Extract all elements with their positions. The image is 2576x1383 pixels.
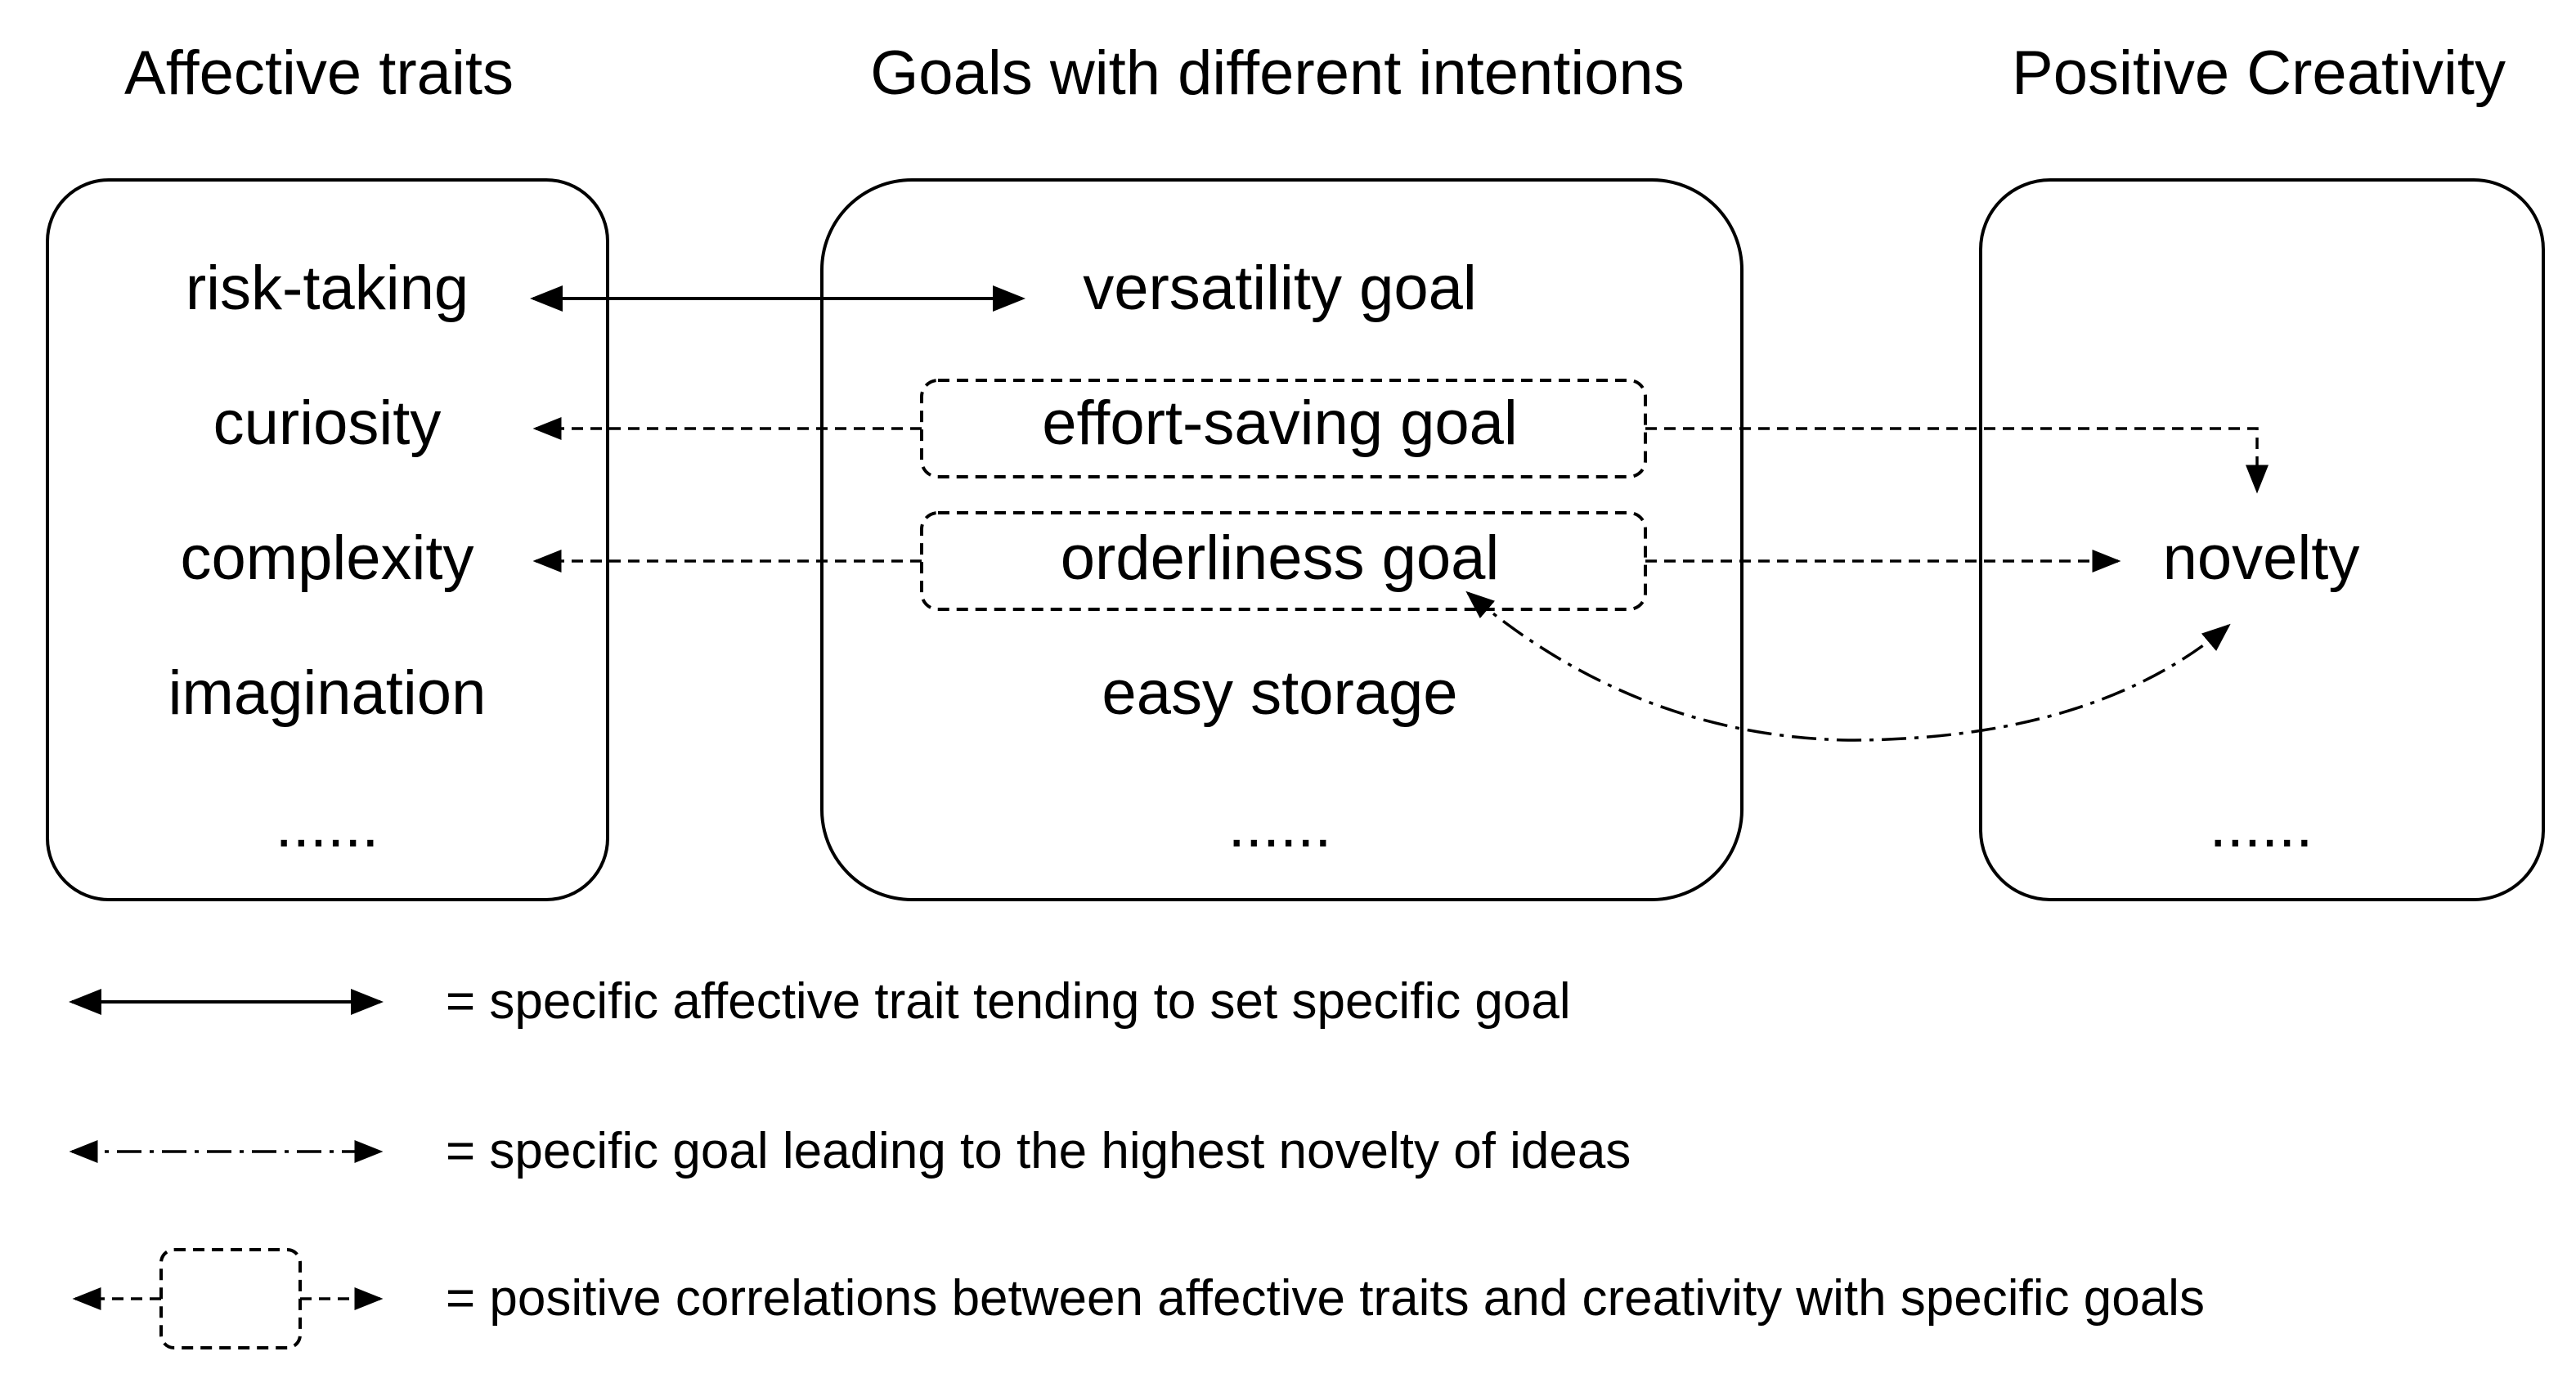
trait-imagination: imagination [168, 658, 487, 728]
goal-versatility: versatility goal [1083, 254, 1477, 323]
trait-curiosity: curiosity [213, 388, 442, 458]
trait-complexity: complexity [181, 523, 474, 593]
arrow-effort-novelty [1645, 427, 2269, 494]
header-goals: Goals with different intentions [870, 38, 1685, 108]
creativity-ellipsis: ...... [2210, 791, 2313, 860]
arrow-orderliness-novelty-curve [1465, 590, 2231, 742]
header-affective-traits: Affective traits [124, 38, 514, 108]
orderliness-goal-box [920, 511, 1647, 611]
goal-easy-storage: easy storage [1102, 658, 1457, 728]
effort-saving-goal-box [920, 379, 1647, 478]
goal-orderliness: orderliness goal [1061, 523, 1500, 593]
trait-risk-taking: risk-taking [186, 254, 469, 323]
trait-ellipsis: ...... [276, 791, 379, 860]
legend-text-solid: = specific affective trait tending to se… [446, 973, 1571, 1030]
goals-box [820, 178, 1744, 901]
goal-effort-saving: effort-saving goal [1042, 388, 1518, 458]
legend-text-dashdot: = specific goal leading to the highest n… [446, 1123, 1631, 1179]
traits-box [46, 178, 609, 901]
creativity-box [1979, 178, 2545, 901]
header-positive-creativity: Positive Creativity [2012, 38, 2506, 108]
goal-ellipsis: ...... [1228, 791, 1332, 860]
legend-text-dashed: = positive correlations between affectiv… [446, 1270, 2205, 1327]
creativity-novelty: novelty [2163, 523, 2360, 593]
legend-dashed-box-icon [72, 1248, 384, 1349]
